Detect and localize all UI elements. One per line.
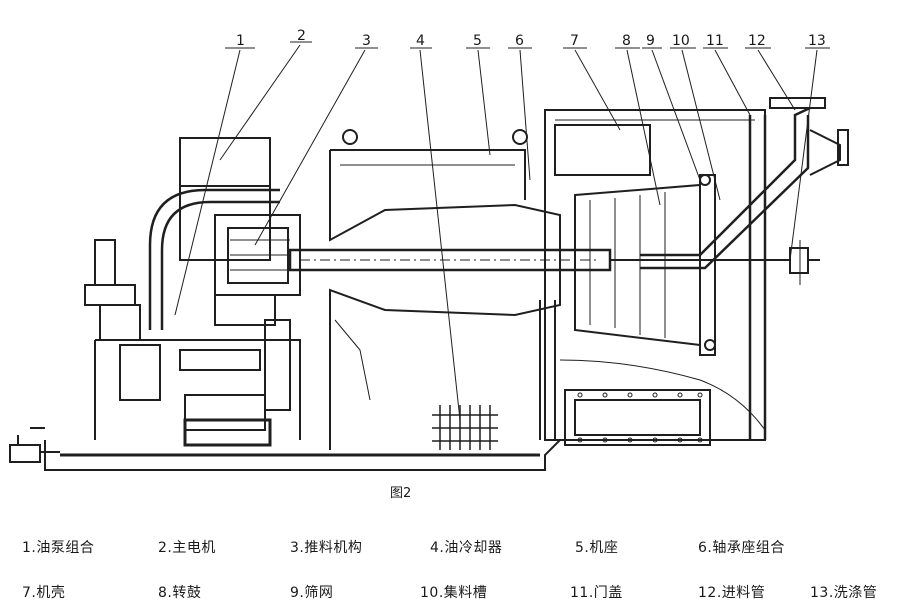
legend-item: 9.筛网 bbox=[290, 585, 334, 601]
legend-item: 12.进料管 bbox=[698, 585, 766, 601]
callout-1: 1 bbox=[236, 33, 245, 49]
main-motor bbox=[179, 137, 271, 187]
legend-item: 3.推料机构 bbox=[290, 540, 363, 556]
legend-item: 6.轴承座组合 bbox=[698, 540, 785, 556]
callout-12: 12 bbox=[748, 33, 766, 49]
legend-item: 2.主电机 bbox=[158, 540, 216, 556]
legend-item: 10.集料槽 bbox=[420, 585, 488, 601]
oil-pump-housing bbox=[94, 339, 301, 440]
callout-6: 6 bbox=[515, 33, 524, 49]
oil-pipe bbox=[148, 188, 280, 330]
legend-item: 4.油冷却器 bbox=[430, 540, 503, 556]
callout-labels: 1 2 3 4 5 6 7 8 9 10 11 12 13 bbox=[236, 28, 826, 49]
callout-9: 9 bbox=[646, 33, 655, 49]
drum bbox=[574, 183, 701, 347]
callout-8: 8 bbox=[622, 33, 631, 49]
legend-item: 7.机壳 bbox=[22, 585, 66, 601]
washing-pipe bbox=[809, 129, 841, 176]
callout-7: 7 bbox=[570, 33, 579, 49]
oil-cooler bbox=[432, 405, 498, 450]
callout-5: 5 bbox=[473, 33, 482, 49]
collecting-trough bbox=[564, 389, 711, 446]
legend-item: 1.油泵组合 bbox=[22, 540, 95, 556]
callout-13: 13 bbox=[808, 33, 826, 49]
legend-item: 5.机座 bbox=[575, 540, 619, 556]
callout-2: 2 bbox=[297, 28, 306, 44]
legend-item: 13.洗涤管 bbox=[810, 585, 878, 601]
feed-pipe bbox=[640, 106, 811, 257]
callout-11: 11 bbox=[706, 33, 724, 49]
door-cover bbox=[748, 115, 767, 440]
callout-4: 4 bbox=[416, 33, 425, 49]
bearing-housing bbox=[329, 150, 561, 450]
figure-caption: 图2 bbox=[390, 486, 412, 501]
legend-item: 8.转鼓 bbox=[158, 585, 202, 601]
callout-3: 3 bbox=[362, 33, 371, 49]
callout-10: 10 bbox=[672, 33, 690, 49]
legend-item: 11.门盖 bbox=[570, 585, 623, 601]
centrifuge-cross-section-drawing: 1 2 3 4 5 6 7 8 9 10 11 12 13 bbox=[9, 28, 849, 471]
screen bbox=[699, 174, 716, 356]
